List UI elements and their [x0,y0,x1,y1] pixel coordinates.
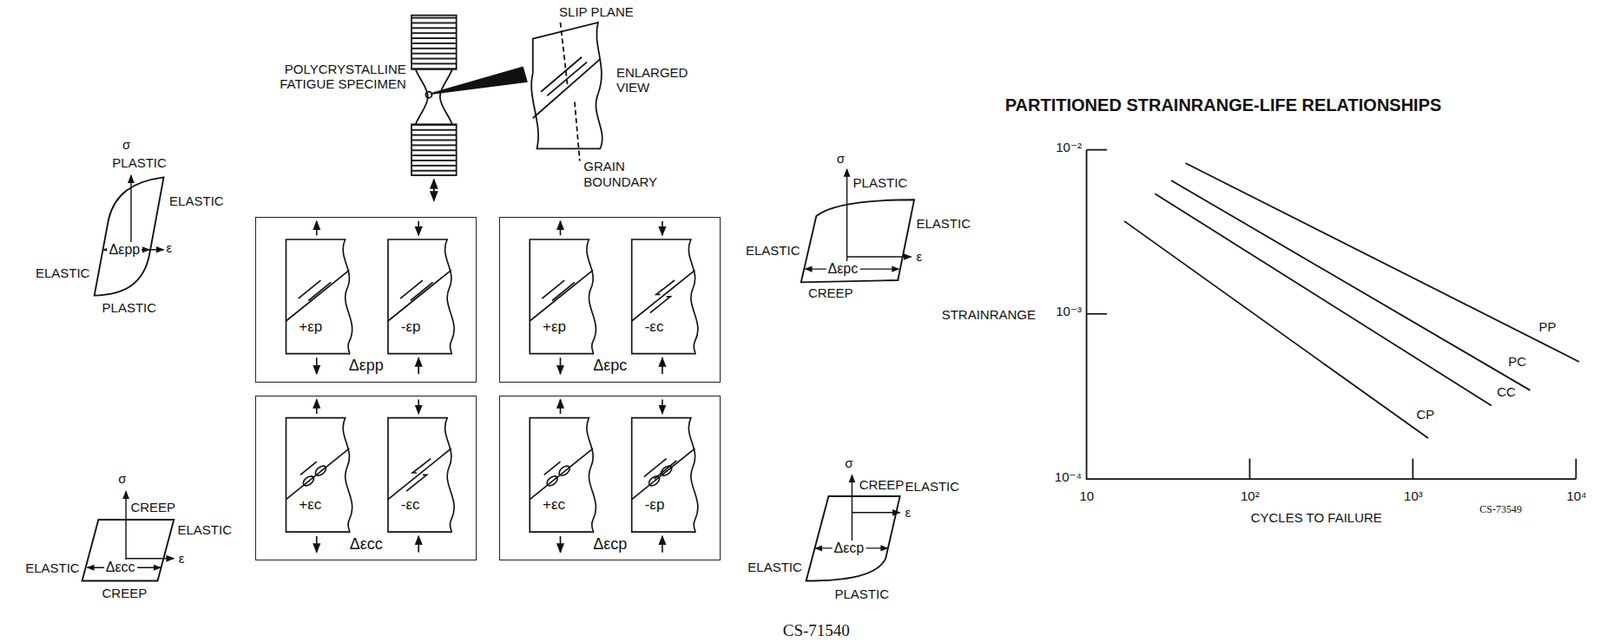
loop-label: ELASTIC [169,193,224,209]
axis-symbol: ε [166,240,173,256]
axis-symbol: ε [905,505,912,521]
mechanism-box: +εc -εcΔεcc [255,395,477,561]
strainrange-label: Δεcp [832,540,867,557]
loop-label: ELASTIC [25,560,80,576]
view-label: ENLARGED VIEW [616,65,698,96]
loop-label: PLASTIC [834,586,889,602]
grain [529,399,596,553]
axis-title: STRAINRANGE [941,307,1036,323]
series-label: PC [1507,354,1527,369]
strainrange-label: Δεcc [104,559,138,576]
leader-label: SLIP PLANE [559,4,634,20]
specimen [411,15,527,202]
mechanism-box: +εp -εcΔεpc [499,217,721,382]
strain-label: -εp [645,496,666,514]
loop-label: PLASTIC [853,175,909,191]
strainrange-label: Δεpc [826,261,861,277]
loop-label: CREEP [102,586,148,601]
series-label: CC [1496,384,1516,400]
strain-label: +εp [298,318,323,336]
axis-title: CYCLES TO FAILURE [1251,510,1383,526]
strainrange-label: Δεpp [107,242,143,258]
figure-number: CS-73549 [1479,504,1522,517]
loop-label: ELASTIC [177,522,233,538]
grain-sketches [286,221,698,554]
leader-label: GRAIN BOUNDARY [583,158,676,190]
strain-label: +εp [542,318,567,336]
axis-symbol: σ [844,455,853,471]
loop-label: ELASTIC [35,265,91,281]
strainrange-label: Δεpp [347,356,386,376]
chart-title: PARTITIONED STRAINRANGE-LIFE RELATIONSHI… [1005,95,1442,116]
loop-label: ELASTIC [915,216,971,231]
tick-label: 10⁴ [1566,488,1587,504]
tick-label: 10⁻³ [1055,303,1082,319]
strain-label: -εc [645,318,665,336]
figure-number: CS-71540 [783,621,850,641]
enlarged-grain [531,22,603,162]
strainrange-label: Δεcc [348,535,385,554]
tick-label: 10³ [1403,488,1423,504]
loop-label: ELASTIC [747,559,803,575]
axis-symbol: ε [915,249,922,264]
loop-label: ELASTIC [905,479,961,494]
tick-label: 10⁻⁴ [1054,469,1082,485]
grain [388,399,455,553]
grain [388,221,455,375]
grain [632,221,698,375]
strain-label: +εc [298,496,322,514]
tick-label: 10² [1240,488,1260,504]
grain [286,221,353,375]
axis-symbol: ε [178,551,185,567]
loop-label: CREEP [130,500,176,515]
series-label: CP [1415,407,1435,422]
loop-label: ELASTIC [745,243,801,258]
loop-label: PLASTIC [102,300,158,316]
mechanism-box: +εp -εpΔεpp [255,217,477,382]
strainrange-label: Δεcp [591,535,629,554]
series-label: PP [1538,319,1556,335]
axis-symbol: σ [836,151,845,166]
loop-label: CREEP [859,477,905,493]
grain [632,399,698,553]
loop-label: CREEP [808,285,854,301]
grain [529,221,596,375]
chart [1086,150,1580,480]
axis-symbol: σ [122,137,131,152]
strain-label: -εp [401,318,422,336]
tick-label: 10 [1079,488,1094,504]
strain-label: -εc [401,496,421,514]
strainrange-label: Δεpc [591,356,629,376]
tick-label: 10⁻² [1055,139,1082,155]
specimen-label: POLYCRYSTALLINE FATIGUE SPECIMEN [243,61,407,93]
axis-symbol: σ [118,471,126,487]
strain-label: +εc [542,496,566,514]
loop-label: PLASTIC [111,155,167,171]
mechanism-box: +εc -εpΔεcp [499,395,721,561]
grain [286,399,353,553]
hysteresis-loops [82,169,915,582]
